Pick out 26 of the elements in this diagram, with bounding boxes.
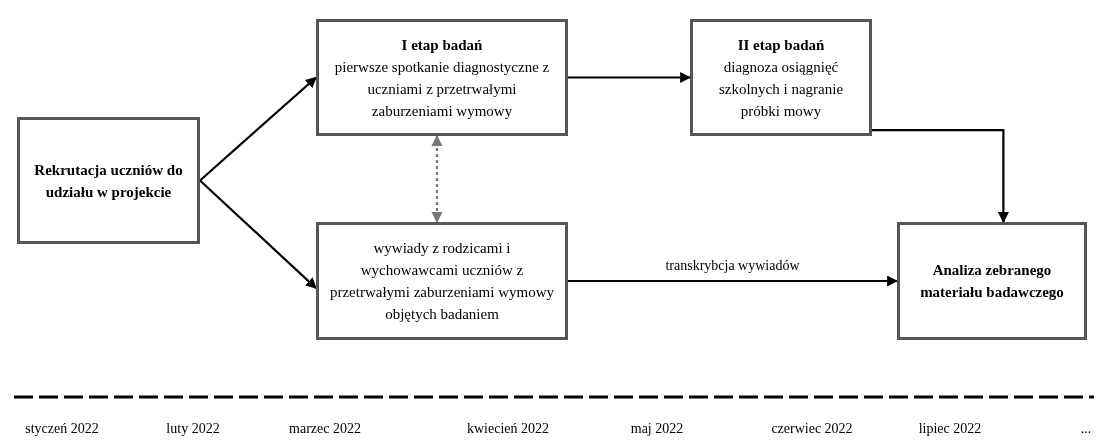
timeline-month-label: maj 2022 bbox=[630, 420, 684, 438]
timeline-month-label: ... bbox=[1080, 420, 1092, 438]
timeline-month-label: marzec 2022 bbox=[289, 420, 361, 438]
timeline-month-label: luty 2022 bbox=[166, 420, 220, 438]
timeline-month-label: lipiec 2022 bbox=[918, 420, 982, 438]
box-text: pierwsze spotkanie diagnostyczne z uczniami z przetrwałymi zaburzeniami wymowy bbox=[333, 57, 551, 121]
box-heading: Analiza zebranego materiału badawczego bbox=[919, 261, 1065, 302]
process-box bbox=[316, 222, 568, 340]
process-box bbox=[897, 222, 1087, 340]
arrow bbox=[872, 129, 1009, 224]
process-box bbox=[690, 19, 872, 136]
box-text: diagnoza osiągnięć szkolnych i nagranie próbki mowy bbox=[717, 57, 845, 121]
arrow bbox=[199, 76, 317, 182]
timeline-month-label: styczeń 2022 bbox=[25, 420, 99, 438]
dotted-arrow bbox=[431, 134, 443, 224]
arrow bbox=[199, 179, 317, 289]
box-heading: Rekrutacja uczniów do udziału w projekcie bbox=[33, 160, 184, 202]
arrow bbox=[568, 72, 692, 83]
arrow bbox=[568, 275, 899, 287]
timeline-month-label: czerwiec 2022 bbox=[771, 420, 853, 438]
box-heading: II etap badań bbox=[737, 35, 825, 55]
process-box bbox=[316, 19, 568, 136]
process-box bbox=[17, 117, 200, 244]
timeline-month-label: kwiecień 2022 bbox=[467, 420, 549, 438]
box-heading: I etap badań bbox=[401, 35, 483, 55]
box-text: wywiady z rodzicami i wychowawcami uczniów z przetrwałymi zaburzeniami wymowy objętych badaniem bbox=[328, 239, 556, 324]
